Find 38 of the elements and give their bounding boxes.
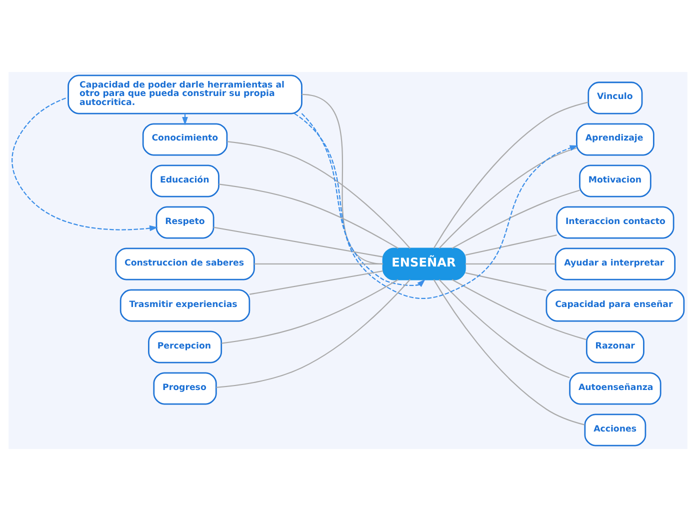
connector [213,226,383,257]
node-box: Autoenseñanza [569,372,662,404]
connector [249,270,384,294]
connector [433,278,585,425]
connector [452,278,587,340]
node-box: Capacidad para enseñar [546,288,685,322]
connector [218,183,398,248]
connector [465,262,556,264]
node-box: Conocimiento [142,122,228,156]
node-box: Aprendizaje [576,122,654,156]
arrow [12,96,158,231]
node-box: Educación [150,164,220,197]
connector [216,278,411,388]
node-box: Percepcion [148,330,222,363]
node-box: Motivacion [579,164,652,197]
node-box: Vinculo [588,81,643,114]
connector [433,101,588,248]
connector [438,278,570,378]
node-box: Razonar [586,330,644,363]
node-box: Trasmitir experiencias [120,288,250,322]
connector [438,146,577,248]
node-box: ENSEÑAR [382,247,466,280]
connector [465,234,557,256]
connector [465,272,547,291]
connector [452,189,580,248]
node-box: Acciones [584,413,646,446]
arrow [301,112,426,287]
node-box: Construccion de saberes [115,247,255,280]
node-box: Interaccion contacto [556,206,674,238]
node-box: Capacidad de poder darle herramientas al otro para que pueda construir su propia autocritica. [68,74,302,114]
node-box: Progreso [153,372,217,404]
arrow [294,112,578,298]
connector [221,278,398,344]
node-box: Respeto [156,206,214,238]
arrow [182,113,188,125]
connector [227,140,411,248]
connector [254,262,383,264]
node-box: Ayudar a interpretar [554,247,676,280]
